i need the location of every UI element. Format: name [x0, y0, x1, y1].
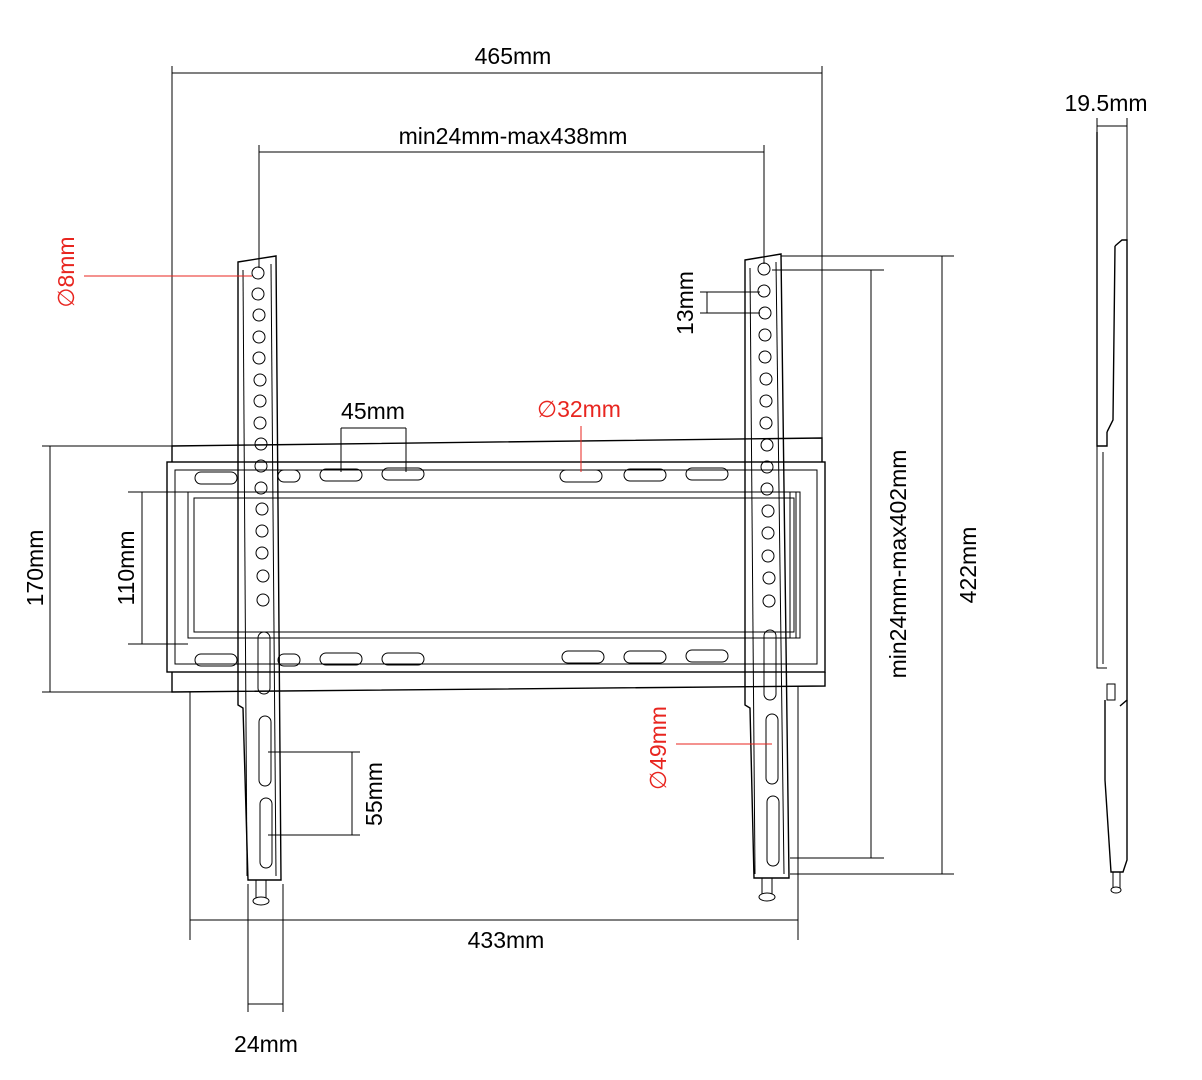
dim-bottom-width [189, 686, 799, 940]
dim-plate-height [42, 445, 172, 693]
hole [254, 459, 268, 473]
dim-vertical-range [772, 269, 884, 859]
slot [765, 713, 779, 785]
right-arm-holes [757, 262, 776, 608]
hole [255, 502, 269, 516]
left-arm [237, 255, 282, 906]
hole [252, 351, 266, 365]
dim-side-depth [1096, 118, 1128, 240]
hole [757, 284, 771, 298]
dim-slot-spacing [340, 427, 407, 472]
wall-plate [166, 437, 826, 693]
hole [254, 437, 268, 451]
slot [381, 652, 425, 666]
hole [760, 482, 774, 496]
hole [254, 481, 268, 495]
hole [758, 328, 772, 342]
label-slot-length: ∅32mm [537, 396, 621, 422]
dim-arm-height [781, 255, 954, 875]
hole [759, 416, 773, 430]
slot [319, 652, 363, 666]
label-bottom-width: 433mm [468, 927, 545, 953]
label-overall-width: 465mm [475, 43, 552, 69]
hole [762, 594, 776, 608]
label-lower-slot-length: ∅49mm [645, 706, 671, 790]
hole [255, 524, 269, 538]
slot [561, 650, 605, 664]
left-arm-holes [251, 266, 270, 607]
plate-right-edge-detail [786, 491, 797, 639]
hole [758, 350, 772, 364]
dim-arm-width [247, 884, 284, 1012]
slot [763, 629, 777, 701]
slot [194, 471, 238, 485]
label-vesa-horizontal: min24mm-max438mm [399, 123, 628, 149]
label-plate-inner-height: 110mm [113, 531, 139, 606]
dim-overall-width [171, 66, 823, 446]
hole [256, 569, 270, 583]
hole [760, 460, 774, 474]
hole [253, 373, 267, 387]
dim-vesa-horizontal [258, 145, 765, 268]
label-side-depth: 19.5mm [1064, 90, 1147, 116]
slot [685, 649, 729, 663]
label-vertical-range: min24mm-max402mm [885, 450, 911, 679]
hole [252, 330, 266, 344]
slot [258, 715, 272, 787]
slot [623, 468, 667, 482]
hole [760, 438, 774, 452]
label-slot-spacing: 45mm [341, 398, 405, 424]
label-lower-slot-pitch: 55mm [361, 762, 387, 826]
slot [277, 469, 301, 483]
slot [277, 653, 301, 667]
hole [762, 571, 776, 585]
right-arm [744, 253, 790, 902]
slot [259, 797, 273, 869]
label-hole-pitch: 13mm [672, 271, 698, 335]
slot [194, 653, 238, 667]
hole [761, 504, 775, 518]
dim-lower-slot-pitch [268, 751, 360, 836]
label-arm-height: 422mm [955, 527, 981, 604]
left-screw [252, 880, 270, 906]
dim-plate-inner-height [128, 491, 188, 645]
label-hole-diameter: ∅8mm [53, 236, 79, 307]
slot [257, 631, 271, 695]
right-arm-slots [763, 629, 780, 867]
side-profile-view [1096, 132, 1128, 894]
right-screw [758, 878, 776, 902]
hole [759, 372, 773, 386]
hole [255, 546, 269, 560]
hole [251, 287, 265, 301]
label-plate-height: 170mm [22, 530, 48, 607]
slot [623, 650, 667, 664]
slot [766, 795, 780, 867]
left-arm-slots [257, 631, 273, 869]
slot [685, 467, 729, 481]
hole [761, 549, 775, 563]
hole [758, 306, 772, 320]
hole [253, 416, 267, 430]
hole [256, 593, 270, 607]
hole [252, 308, 266, 322]
label-arm-width: 24mm [234, 1031, 298, 1057]
hole [253, 394, 267, 408]
hole [757, 262, 771, 276]
slot [381, 467, 425, 481]
hole [759, 394, 773, 408]
hole [761, 526, 775, 540]
dim-hole-pitch [700, 291, 760, 314]
lower-slot-row [194, 649, 729, 667]
hole [251, 266, 265, 280]
